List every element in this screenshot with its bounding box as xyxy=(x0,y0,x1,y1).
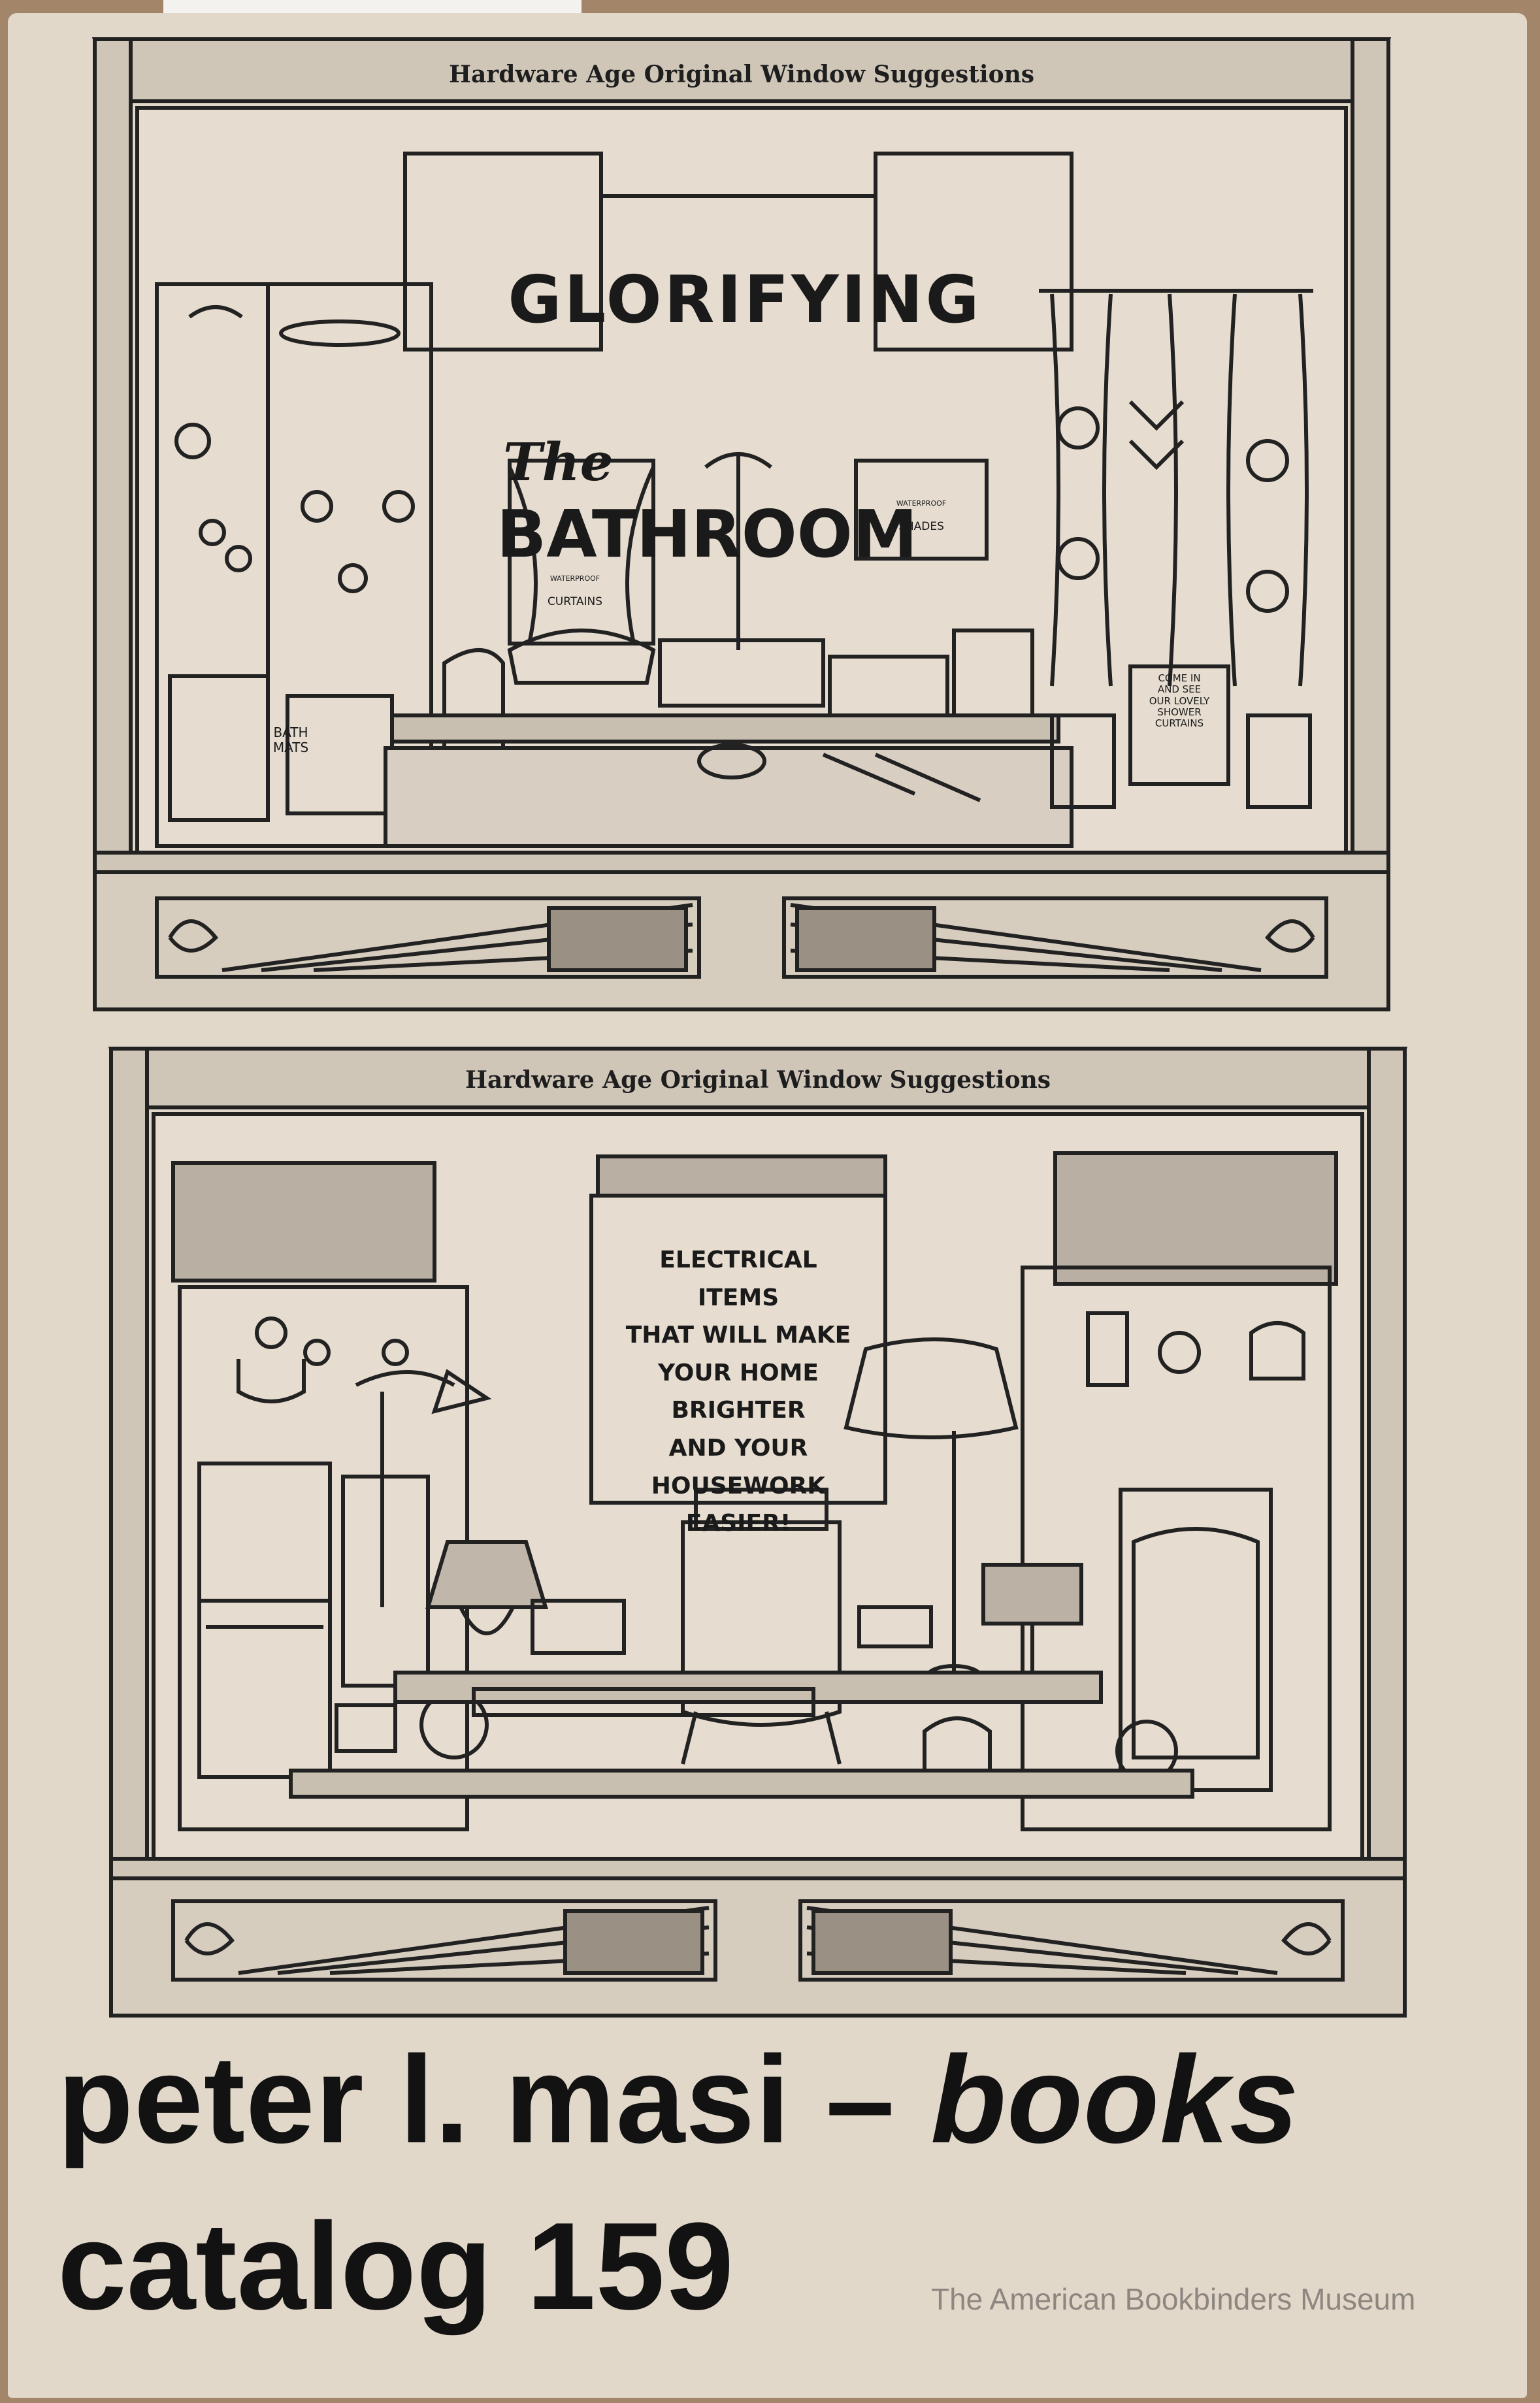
window-title-top: Hardware Age Original Window Suggestions xyxy=(448,61,1035,88)
curtains-sign: WATERPROOF CURTAINS xyxy=(526,562,624,608)
publisher-books: books xyxy=(930,2031,1300,2169)
shades-sign-label: SHADES xyxy=(898,519,944,533)
headline-bathroom: BATHROOM xyxy=(497,496,918,572)
electrical-window-drawing xyxy=(108,1047,1408,2018)
headline-the: The BATHROOM xyxy=(483,343,1006,572)
headline-glorifying: GLORIFYING xyxy=(508,261,982,338)
window-title-bottom: Hardware Age Original Window Suggestions xyxy=(465,1066,1051,1094)
bath-mats-sign: BATH MATS xyxy=(272,725,309,755)
bathroom-window-drawing xyxy=(91,37,1392,1011)
shades-sign: WATERPROOF SHADES xyxy=(869,487,974,533)
museum-watermark: The American Bookbinders Museum xyxy=(931,2282,1416,2316)
headline-the-word: The xyxy=(503,431,614,493)
headline-electrical-items: ELECTRICAL ITEMS THAT WILL MAKE YOUR HOM… xyxy=(625,1247,851,1537)
curtains-sign-small: WATERPROOF xyxy=(549,574,600,583)
window-illustration-bathroom: Hardware Age Original Window Suggestions… xyxy=(91,36,1392,1016)
window-illustration-electrical: Hardware Age Original Window Suggestions… xyxy=(108,1045,1408,2019)
curtains-sign-label: CURTAINS xyxy=(547,595,603,608)
publisher-name-text: peter l. masi – xyxy=(57,2031,931,2169)
shades-sign-small: WATERPROOF xyxy=(896,499,947,508)
publisher-name: peter l. masi – books xyxy=(57,2029,1300,2171)
catalog-number: catalog 159 xyxy=(57,2197,734,2336)
shower-curtains-sign: COME IN AND SEE OUR LOVELY SHOWER CURTAI… xyxy=(1149,672,1210,729)
